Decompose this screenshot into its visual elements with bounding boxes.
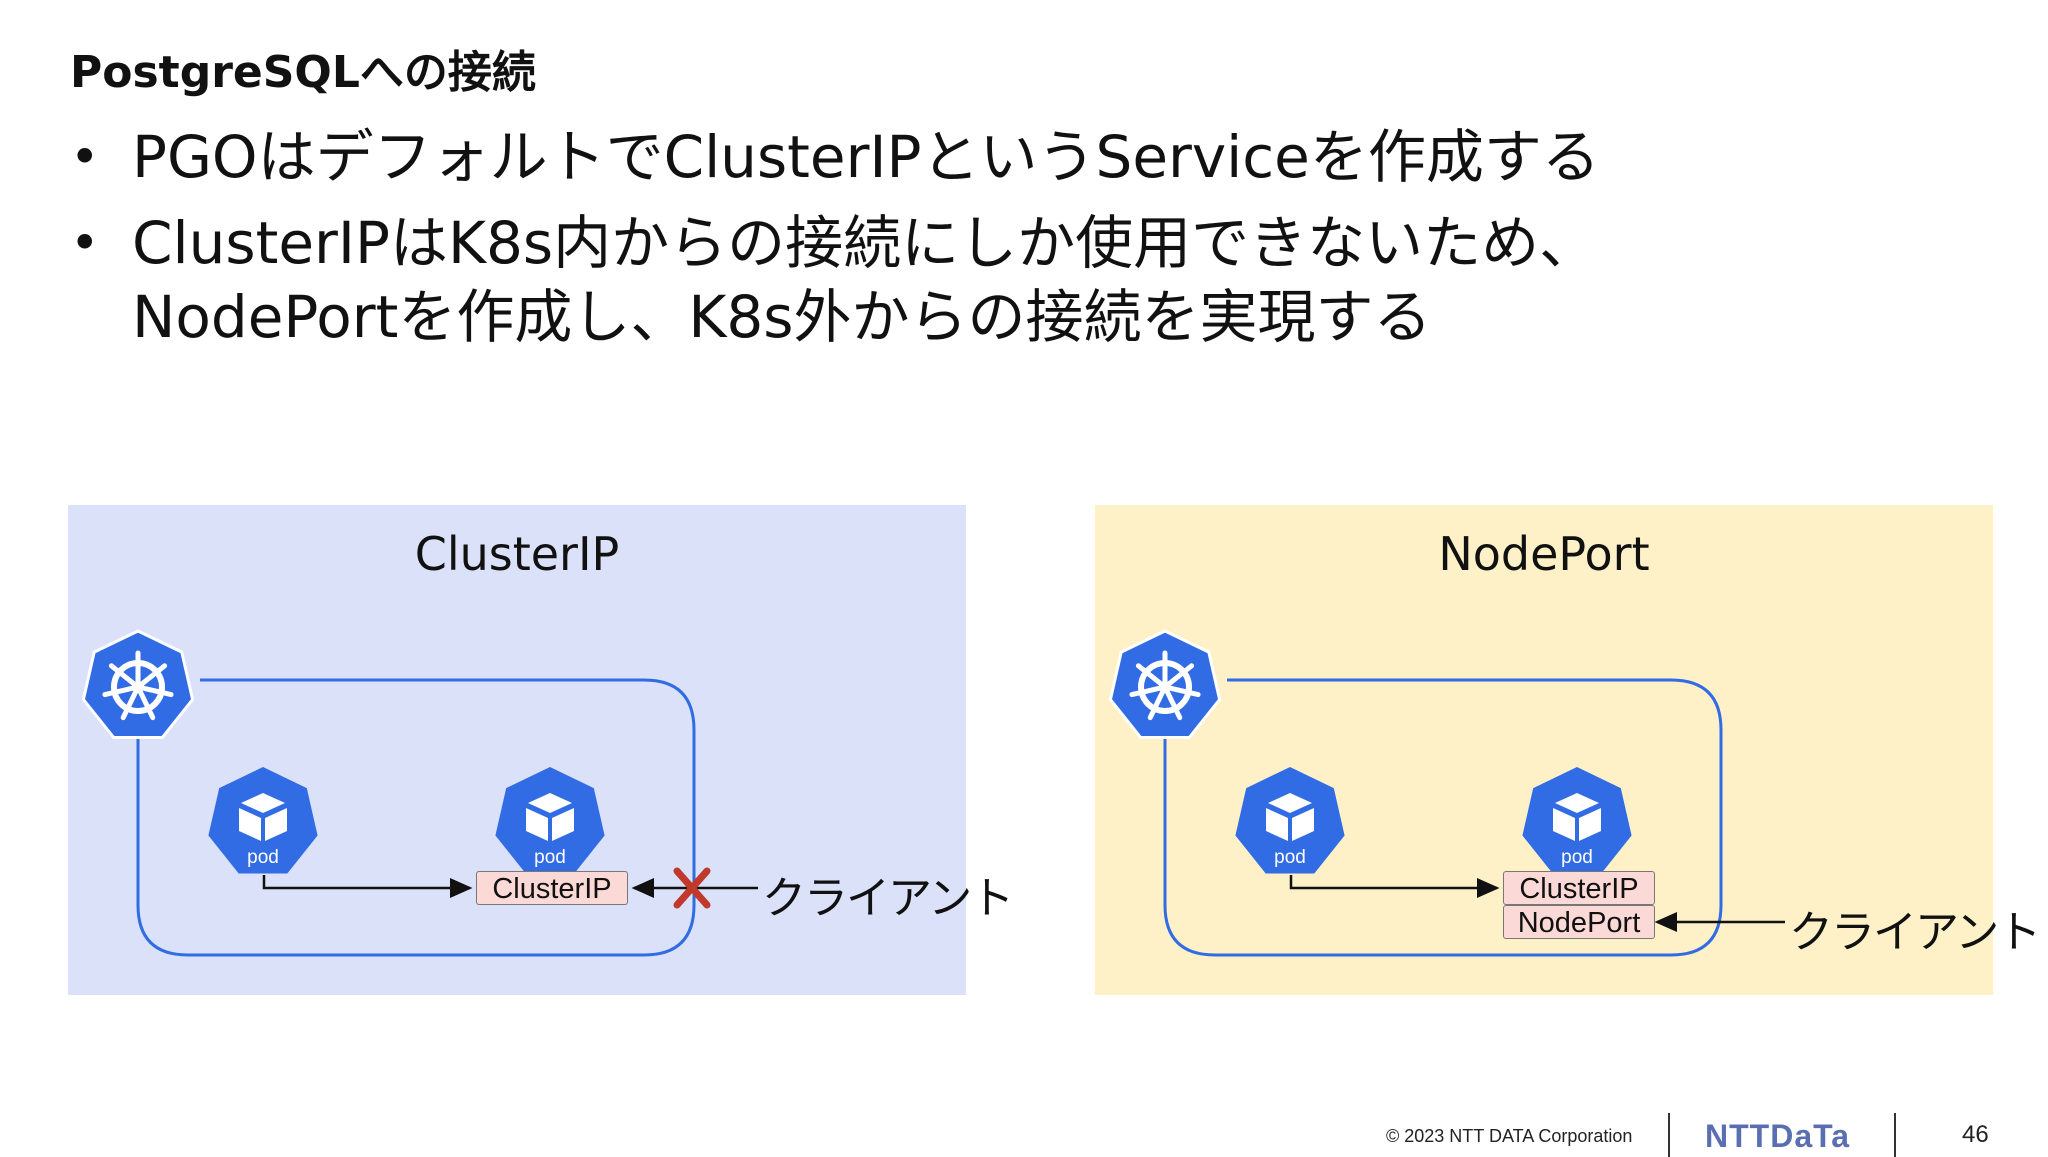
bullet-text: PGOはデフォルトでClusterIPというServiceを作成する (132, 120, 1600, 194)
clusterip-service-box: ClusterIP (476, 871, 628, 905)
pod-icon: pod (208, 767, 318, 874)
clusterip-panel: ClusterIP (68, 505, 1014, 995)
internal-connection-arrow (262, 875, 473, 898)
pod-cube-icon (239, 793, 287, 841)
bullet-item: • PGOはデフォルトでClusterIPというServiceを作成する (70, 120, 1970, 194)
blocked-x-icon (673, 867, 711, 909)
pod-icon: pod (1235, 767, 1345, 874)
pod-cube-icon (1553, 793, 1601, 841)
cluster-boundary (1163, 678, 1723, 957)
bullet-dot: • (70, 128, 100, 186)
pod-icon: pod (495, 767, 605, 874)
bullet-line: PGOはデフォルトでClusterIPというServiceを作成する (132, 123, 1600, 191)
nodeport-panel: NodePort (1095, 505, 2041, 995)
clusterip-service-box: ClusterIP (1503, 871, 1655, 905)
pod-label: pod (247, 847, 279, 868)
pod-icon: pod (1522, 767, 1632, 874)
pod-cube-icon (526, 793, 574, 841)
footer-copyright: © 2023 NTT DATA Corporation (1386, 1126, 1633, 1146)
ntt-data-logo: NTTDaTa (1705, 1118, 1851, 1154)
panel-title: NodePort (1438, 527, 1650, 581)
bullet-list: • PGOはデフォルトでClusterIPというServiceを作成する • C… (70, 120, 1970, 366)
bullet-text: ClusterIPはK8s内からの接続にしか使用できないため、 NodePort… (132, 206, 1597, 354)
cluster-boundary (136, 678, 696, 957)
bullet-dot: • (70, 214, 100, 272)
pod-cube-icon (1266, 793, 1314, 841)
nodeport-diagram: pod pod (1108, 629, 1785, 957)
kubernetes-wheel-icon (1108, 629, 1222, 739)
kubernetes-wheel-icon (81, 629, 195, 739)
footer-divider (1668, 1113, 1670, 1157)
pod-label: pod (1274, 847, 1306, 868)
bullet-item: • ClusterIPはK8s内からの接続にしか使用できないため、 NodePo… (70, 206, 1970, 354)
client-label: クライアント (1789, 907, 2041, 958)
client-label: クライアント (762, 873, 1014, 924)
nodeport-service-box: NodePort (1503, 905, 1655, 939)
page-number: 46 (1962, 1121, 1989, 1148)
clusterip-diagram: pod pod (81, 629, 758, 957)
pod-label: pod (534, 847, 566, 868)
footer-divider (1894, 1113, 1896, 1157)
slide-title: PostgreSQLへの接続 (70, 47, 536, 98)
pod-label: pod (1561, 847, 1593, 868)
bullet-line: ClusterIPはK8s内からの接続にしか使用できないため、 (132, 209, 1598, 277)
internal-connection-arrow (1289, 875, 1500, 898)
bullet-line: NodePortを作成し、K8s外からの接続を実現する (132, 283, 1432, 351)
panel-title: ClusterIP (414, 527, 620, 581)
